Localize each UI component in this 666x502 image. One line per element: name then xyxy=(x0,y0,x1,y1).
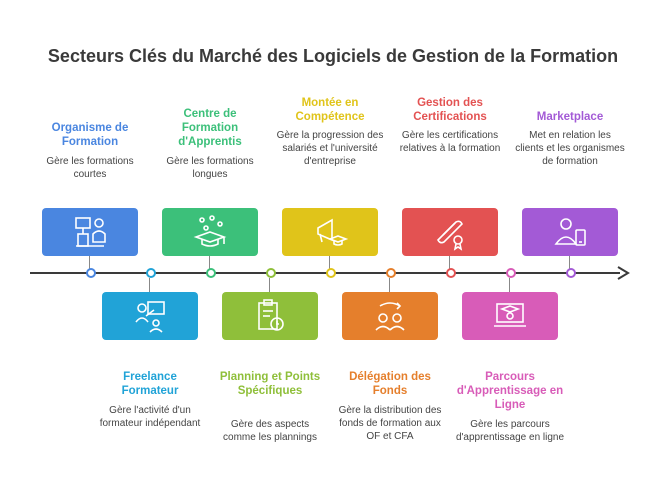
item-desc-certifications: Gère les certifications relatives à la f… xyxy=(399,130,501,154)
timeline-line xyxy=(30,272,620,274)
item-box-planning xyxy=(222,292,318,340)
timeline-dot-montee xyxy=(326,268,336,278)
item-desc-freelance: Gère l'activité d'un formateur indépenda… xyxy=(99,405,201,429)
timeline-dot-marketplace xyxy=(566,268,576,278)
connector-parcours xyxy=(509,278,510,292)
clipboard-clock-icon xyxy=(258,299,284,331)
timeline-dot-cfa xyxy=(206,268,216,278)
item-box-marketplace xyxy=(522,208,618,256)
timeline-dot-delegation xyxy=(386,268,396,278)
item-title-organisme: Organisme de Formation xyxy=(51,122,129,148)
item-title-cfa: Centre de Formation d'Apprentis xyxy=(178,108,242,148)
megaphone-cap-icon xyxy=(317,218,349,246)
item-title-montee: Montée en Compétence xyxy=(295,97,365,123)
timeline-dot-parcours xyxy=(506,268,516,278)
connector-organisme xyxy=(89,256,90,270)
item-desc-marketplace: Met en relation les clients et les organ… xyxy=(515,130,625,167)
item-desc-planning: Gère des aspects comme les plannings xyxy=(223,419,317,443)
timeline-dot-planning xyxy=(266,268,276,278)
connector-certifications xyxy=(449,256,450,270)
item-desc-delegation: Gère la distribution des fonds de format… xyxy=(338,405,442,442)
item-title-freelance: Freelance Formateur xyxy=(121,371,179,397)
connector-delegation xyxy=(389,278,390,292)
diploma-icon xyxy=(437,220,463,251)
item-title-parcours: Parcours d'Apprentissage en Ligne xyxy=(456,371,564,411)
item-title-certifications: Gestion des Certifications xyxy=(413,97,487,123)
connector-freelance xyxy=(149,278,150,292)
money-exchange-icon xyxy=(375,302,405,331)
online-learning-icon xyxy=(494,303,526,327)
item-title-planning: Planning et Points Spécifiques xyxy=(219,371,321,397)
item-box-cfa xyxy=(162,208,258,256)
item-desc-organisme: Gère les formations courtes xyxy=(46,156,134,180)
item-box-certifications xyxy=(402,208,498,256)
item-desc-cfa: Gère les formations longues xyxy=(166,156,254,180)
item-box-delegation xyxy=(342,292,438,340)
item-box-freelance xyxy=(102,292,198,340)
connector-montee xyxy=(329,256,330,270)
timeline-arrow-icon xyxy=(617,266,630,280)
timeline-dot-freelance xyxy=(146,268,156,278)
graduation-cap-icon xyxy=(193,215,227,247)
timeline-dot-certifications xyxy=(446,268,456,278)
item-box-montee xyxy=(282,208,378,256)
item-title-marketplace: Marketplace xyxy=(536,111,604,123)
item-box-parcours xyxy=(462,292,558,340)
freelance-presenter-icon xyxy=(135,301,165,333)
connector-planning xyxy=(269,278,270,292)
item-box-organisme xyxy=(42,208,138,256)
timeline-dot-organisme xyxy=(86,268,96,278)
user-device-icon xyxy=(554,218,586,246)
item-desc-parcours: Gère les parcours d'apprentissage en lig… xyxy=(455,419,565,443)
item-desc-montee: Gère la progression des salariés et l'un… xyxy=(276,130,384,167)
connector-cfa xyxy=(209,256,210,270)
item-title-delegation: Délégation des Fonds xyxy=(349,371,431,397)
page-title: Secteurs Clés du Marché des Logiciels de… xyxy=(47,46,619,66)
connector-marketplace xyxy=(569,256,570,270)
trainer-board-icon xyxy=(75,217,106,247)
